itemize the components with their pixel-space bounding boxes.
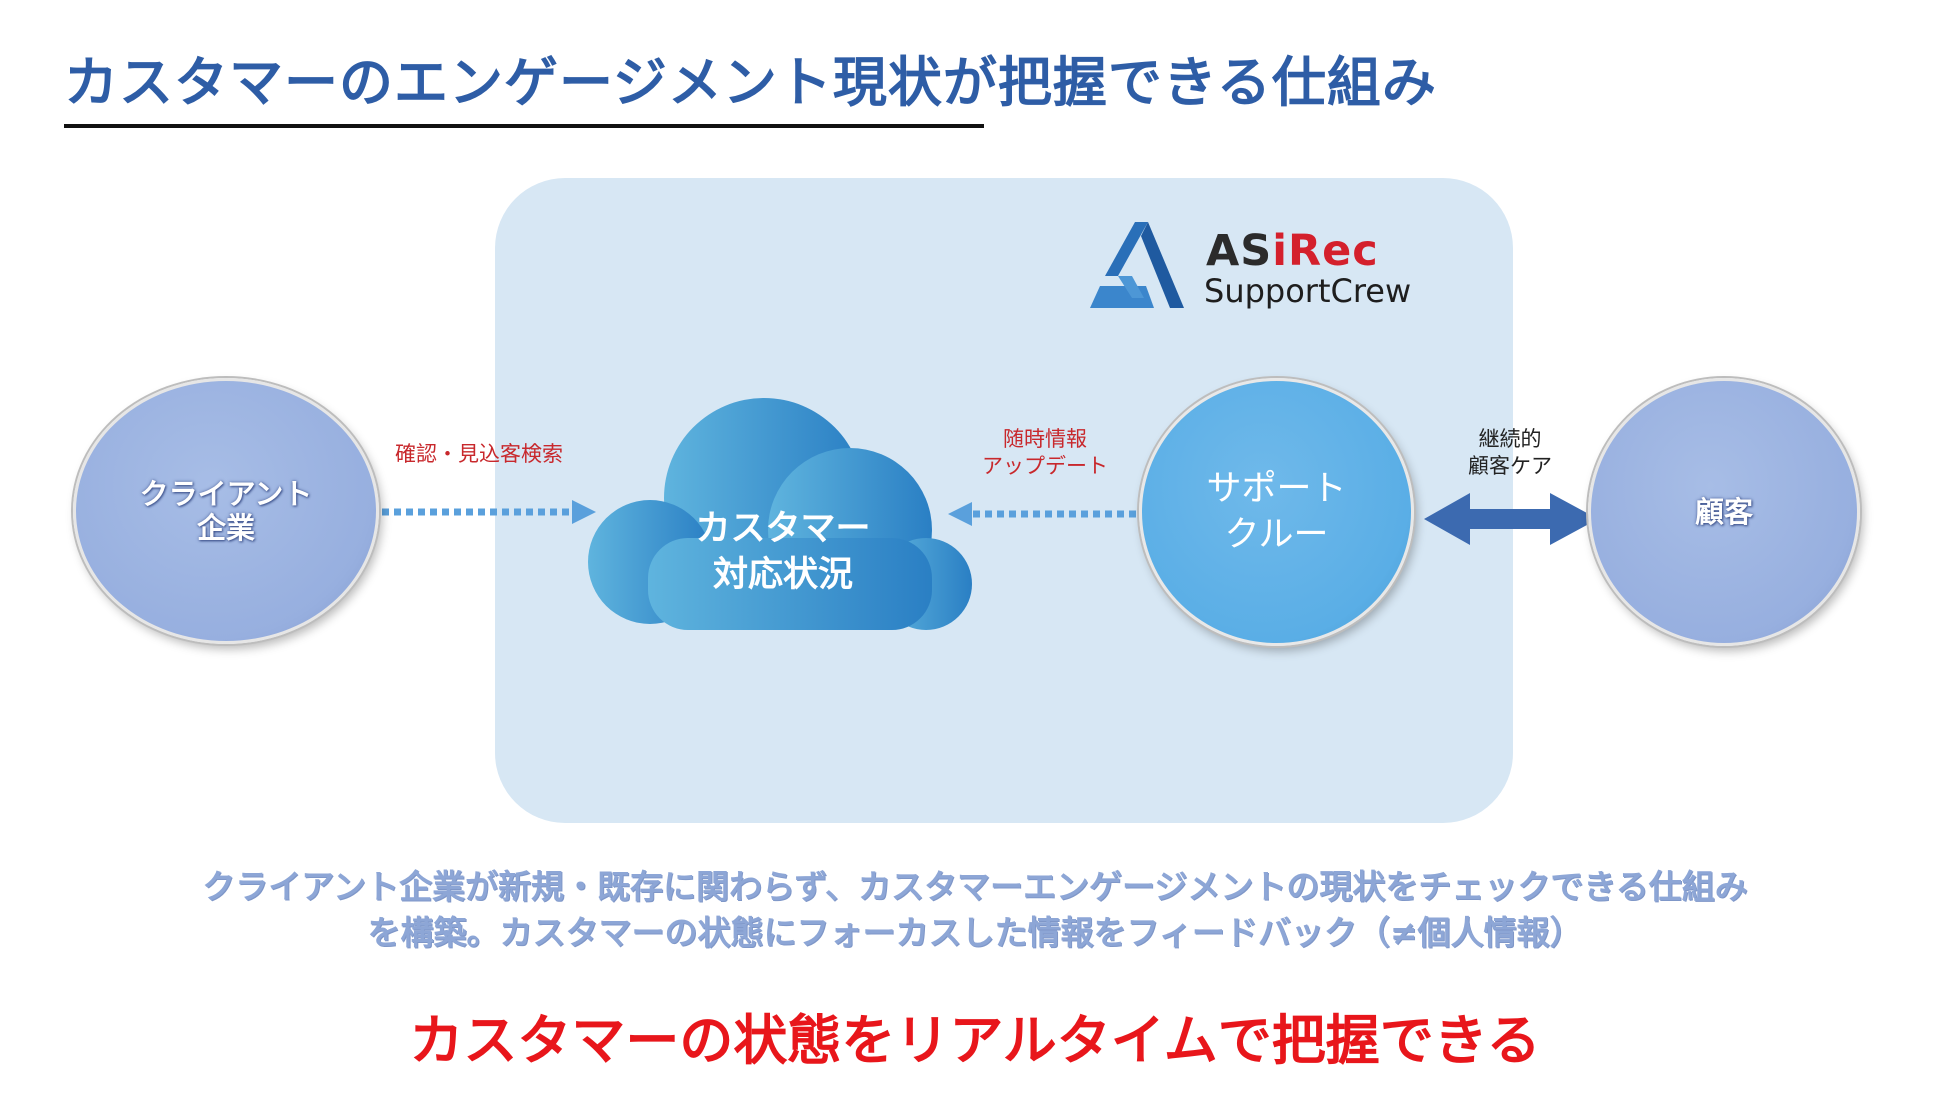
support-to-cloud-arrowhead [948, 502, 972, 526]
page-title: カスタマーのエンゲージメント現状が把握できる仕組み [64, 51, 1437, 114]
logo-brand: ASiRec [1206, 226, 1379, 276]
client-to-cloud-arrowhead [572, 500, 596, 524]
title-underline [64, 124, 984, 128]
support-crew-label: サポート クルー [1206, 469, 1347, 555]
client-company-label: クライアント 企業 [139, 477, 313, 545]
edge-label-support-customer: 継続的 顧客ケア [1468, 427, 1552, 478]
edge-label-client-cloud: 確認・見込客検索 [395, 442, 563, 466]
customer-label: 顧客 [1694, 495, 1753, 529]
asirec-mark-icon [1090, 222, 1184, 308]
support-crew-node: サポート クルー [1139, 378, 1414, 646]
customer-node: 顧客 [1588, 378, 1860, 646]
edge-label-support-cloud: 随時情報 アップデート [982, 427, 1108, 478]
support-customer-double-arrow [1424, 493, 1598, 545]
client-company-node: クライアント 企業 [73, 378, 379, 644]
logo-product: SupportCrew [1204, 272, 1412, 310]
cloud-icon [588, 398, 972, 630]
description-text: クライアント企業が新規・既存に関わらず、カスタマーエンゲージメントの現状をチェッ… [202, 867, 1748, 952]
customer-status-cloud: カスタマー 対応状況 [588, 398, 978, 630]
cloud-label: カスタマー 対応状況 [695, 509, 871, 595]
asirec-logo: ASiRec SupportCrew [1088, 220, 1444, 312]
tagline: カスタマーの状態をリアルタイムで把握できる [409, 1009, 1541, 1072]
